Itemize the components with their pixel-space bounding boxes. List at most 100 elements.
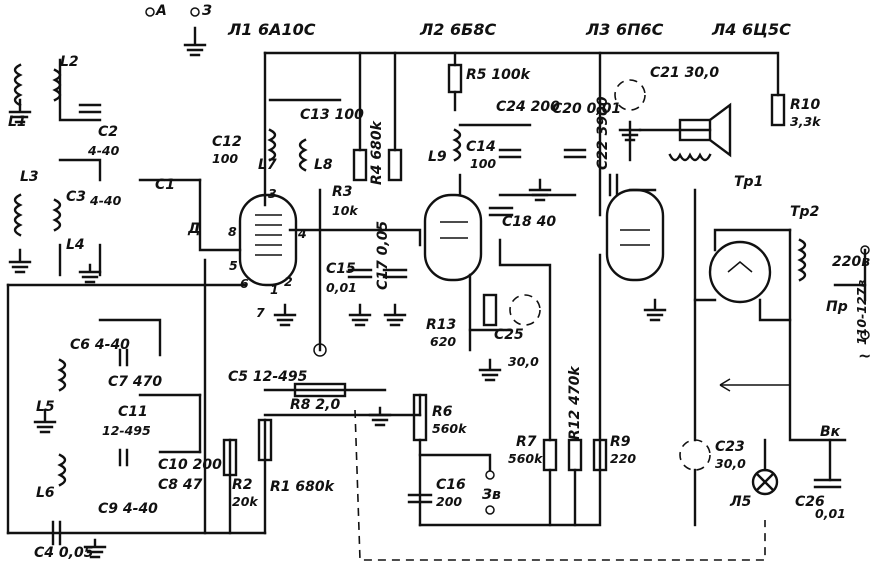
label-l5: L5 xyxy=(36,399,55,415)
resistor-r2 xyxy=(222,438,238,477)
pin-label: 5 xyxy=(229,258,238,273)
label-l7: L7 xyxy=(258,157,277,173)
label-l8: L8 xyxy=(314,157,333,173)
label-c23: C23 xyxy=(715,439,745,455)
tube-l1-label: Л1 6А10С xyxy=(228,20,316,39)
label-r7: R7 xyxy=(516,434,537,450)
label-c15: C15 xyxy=(326,261,356,277)
pin-label: 7 xyxy=(256,305,265,320)
mains-terminal-icon xyxy=(860,330,870,340)
label-220v: 220в xyxy=(832,254,871,270)
coil-l5 xyxy=(57,358,67,392)
label-c12: C12 xyxy=(212,134,242,150)
tube-l4-label: Л4 6Ц5С xyxy=(712,20,791,39)
label-c23-value: 30,0 xyxy=(715,456,746,471)
resistor-r3 xyxy=(352,148,368,182)
label-r13: R13 xyxy=(426,317,457,333)
label-r6: R6 xyxy=(432,404,453,420)
label-c25-value: 30,0 xyxy=(508,354,539,369)
label-c2: C2 xyxy=(98,124,119,140)
label-l4: L4 xyxy=(66,237,85,253)
label-r13-value: 620 xyxy=(430,334,457,349)
label-c26: C26 xyxy=(795,494,825,510)
label-tr1: Тр1 xyxy=(734,174,764,190)
label-l2: L2 xyxy=(60,54,79,70)
label-l1: L1 xyxy=(8,114,27,130)
resistor-r6 xyxy=(412,393,428,442)
coil-l6 xyxy=(57,453,67,487)
label-c12-value: 100 xyxy=(212,151,239,166)
label-c20: C20 0,01 xyxy=(552,101,622,117)
capacitor-c21 xyxy=(614,79,646,111)
resistor-r10 xyxy=(770,93,786,127)
capacitor-c18 xyxy=(488,206,514,217)
resistor-r8 xyxy=(293,382,347,398)
label-c14: C14 xyxy=(466,139,496,155)
tube-l2-label: Л2 6Б8С xyxy=(420,20,497,39)
label-c4: C4 0,05 xyxy=(34,545,94,561)
capacitor-c14 xyxy=(498,148,522,159)
terminal-d-label: Д xyxy=(188,221,201,237)
capacitor-c25 xyxy=(509,294,541,326)
resistor-r9 xyxy=(592,438,608,472)
misc xyxy=(145,7,870,515)
capacitor-c15 xyxy=(347,268,373,279)
resistor-r1 xyxy=(257,418,273,462)
label-pr: Пр xyxy=(826,299,848,315)
label-r2: R2 xyxy=(232,477,253,493)
coil-tr1 xyxy=(668,152,712,162)
label-c18: C18 40 xyxy=(502,214,557,230)
coil-l7 xyxy=(267,128,277,162)
tube-envelopes xyxy=(238,188,772,304)
capacitor-c22 xyxy=(608,173,619,197)
label-l5-lamp: Л5 xyxy=(730,494,752,510)
label-r1: R1 680k xyxy=(270,479,334,495)
label-c3: C3 xyxy=(66,189,87,205)
coil-l8 xyxy=(298,138,308,172)
label-l3: L3 xyxy=(20,169,39,185)
label-r3-value: 10k xyxy=(332,203,358,218)
antenna-terminal-icon xyxy=(145,7,155,17)
label-r10-value: 3,3k xyxy=(790,114,821,129)
pin-label: 1 xyxy=(270,282,279,297)
coil-l3 xyxy=(13,193,23,237)
capacitors xyxy=(51,79,842,546)
capacitor-c7 xyxy=(118,348,129,367)
label-ac: ~ xyxy=(858,346,872,365)
label-r4: R4 680k xyxy=(369,121,385,185)
label-c1: C1 xyxy=(155,177,176,193)
label-c10: C10 200 xyxy=(158,457,222,473)
wiring xyxy=(6,51,867,561)
ground-symbols xyxy=(8,26,667,559)
label-r7-value: 560k xyxy=(508,451,543,466)
label-c11: C11 xyxy=(118,404,148,420)
resistor-r7 xyxy=(542,438,558,472)
label-c16: C16 xyxy=(436,477,466,493)
coil-l4 xyxy=(52,198,62,232)
label-c15-value: 0,01 xyxy=(326,280,357,295)
resistor-r12 xyxy=(567,438,583,472)
label-tr2: Тр2 xyxy=(790,204,820,220)
pin-label: 4 xyxy=(298,226,307,241)
pilot-lamp-icon xyxy=(751,468,779,496)
label-c17: C17 0,05 xyxy=(375,220,391,290)
label-c14-value: 100 xyxy=(470,156,497,171)
pickup-terminal-icon xyxy=(485,470,495,480)
capacitor-c17 xyxy=(382,268,408,279)
label-l9: L9 xyxy=(428,149,447,165)
capacitor-c23 xyxy=(679,439,711,471)
speaker-icon xyxy=(678,118,712,142)
label-c8: C8 47 xyxy=(158,477,203,493)
capacitor-c2 xyxy=(78,103,102,114)
resistor-r4 xyxy=(387,148,403,182)
coil-l9 xyxy=(452,128,462,162)
pin-label: 2 xyxy=(284,274,293,289)
coils xyxy=(13,63,807,487)
coil-l2 xyxy=(52,68,62,102)
pin-label: 6 xyxy=(240,276,249,291)
label-l6: L6 xyxy=(36,485,55,501)
label-r9-value: 220 xyxy=(610,451,637,466)
label-r12: R12 470k xyxy=(567,366,583,440)
label-c3-value: 4-40 xyxy=(90,193,122,208)
